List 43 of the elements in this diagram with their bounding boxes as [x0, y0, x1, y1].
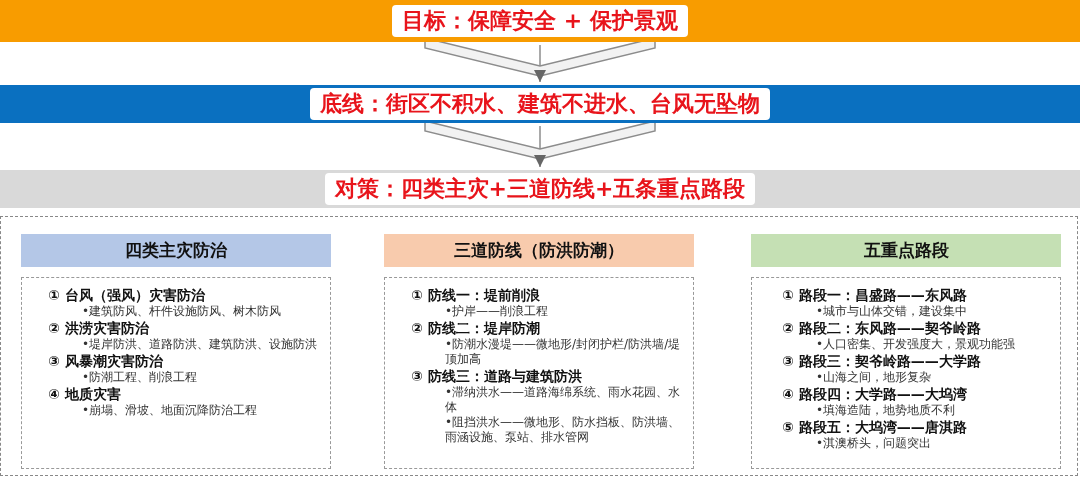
item-heading: ③ 防线三：道路与建筑防洪 [411, 367, 583, 385]
header-text: 三道防线（防洪防潮） [454, 239, 624, 262]
bullet-text: •山海之间，地形复杂 [816, 370, 933, 385]
chevron-arrow [424, 124, 656, 168]
list-panel [384, 277, 694, 469]
bullet-text: •堤岸防洪、道路防洪、建筑防洪、设施防洪 [82, 337, 319, 352]
chevron-arrow [424, 43, 656, 83]
bullet-text: •防潮水漫堤——微地形/封闭护栏/防洪墙/堤顶加高 [445, 337, 682, 367]
bullet-text: •人口密集、开发强度大，景观功能强 [816, 337, 1017, 352]
item-heading: ⑤ 路段五：大坞湾——唐淇路 [782, 418, 968, 436]
item-heading: ① 防线一：堤前削浪 [411, 286, 541, 304]
item-heading: ④ 路段四：大学路——大坞湾 [782, 385, 968, 403]
item-heading: ③ 路段三：契爷岭路——大学路 [782, 352, 982, 370]
bullet-text: •滞纳洪水——道路海绵系统、雨水花园、水体 [445, 385, 682, 415]
banner-text: 对策：四类主灾+三道防线+五条重点路段 [324, 173, 756, 205]
header-text: 四类主灾防治 [125, 239, 227, 262]
column-header [384, 234, 694, 267]
item-heading: ② 洪涝灾害防治 [48, 319, 150, 337]
item-heading: ① 路段一：昌盛路——东风路 [782, 286, 968, 304]
column-header [751, 234, 1061, 267]
list-panel [21, 277, 331, 469]
goal-banner [0, 0, 1080, 42]
bullet-text: •建筑防风、杆件设施防风、树木防风 [82, 304, 283, 319]
bullet-text: •护岸——削浪工程 [445, 304, 550, 319]
banner-text: 目标：保障安全 + 保护景观 [392, 5, 688, 37]
banner-text: 底线：街区不积水、建筑不进水、台风无坠物 [310, 88, 770, 120]
item-heading: ④ 地质灾害 [48, 385, 122, 403]
header-text: 五重点路段 [863, 239, 949, 262]
bullet-text: •阻挡洪水——微地形、防水挡板、防洪墙、雨涵设施、泵站、排水管网 [445, 415, 682, 445]
column-header [21, 234, 331, 267]
bullet-text: •填海造陆，地势地质不利 [816, 403, 957, 418]
baseline-banner [0, 85, 1080, 123]
item-heading: ① 台风（强风）灾害防治 [48, 286, 206, 304]
bullet-text: •防潮工程、削浪工程 [82, 370, 199, 385]
item-heading: ② 防线二：堤岸防潮 [411, 319, 541, 337]
dashed-container [0, 216, 1078, 476]
bullet-text: •淇澳桥头，问题突出 [816, 436, 933, 451]
item-heading: ③ 风暴潮灾害防治 [48, 352, 164, 370]
bullet-text: •城市与山体交错，建设集中 [816, 304, 969, 319]
bullet-text: •崩塌、滑坡、地面沉降防治工程 [82, 403, 259, 418]
item-heading: ② 路段二：东风路——契爷岭路 [782, 319, 982, 337]
list-panel [751, 277, 1061, 469]
strategy-banner [0, 170, 1080, 208]
